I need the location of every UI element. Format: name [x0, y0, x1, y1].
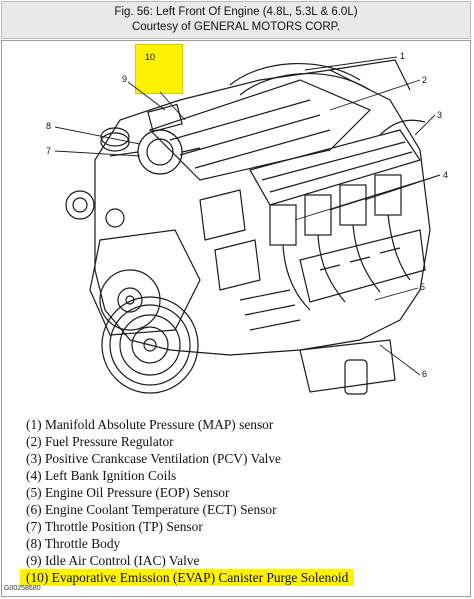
legend-item: (6) Engine Coolant Temperature (ECT) Sen… — [26, 502, 277, 517]
caption-credit: Courtesy of GENERAL MOTORS CORP. — [131, 21, 341, 33]
legend-item: (7) Throttle Position (TP) Sensor — [26, 519, 203, 534]
callout-label-1: 1 — [400, 51, 406, 61]
legend-item: (8) Throttle Body — [26, 536, 121, 551]
callout-label-5: 5 — [420, 282, 426, 292]
legend-item: (2) Fuel Pressure Regulator — [26, 434, 174, 449]
callout-label-6: 6 — [422, 369, 428, 379]
component-legend: (1) Manifold Absolute Pressure (MAP) sen… — [20, 416, 466, 586]
engine-drawing — [54, 56, 441, 395]
callout-label-3: 3 — [437, 110, 443, 120]
callout-label-2: 2 — [422, 75, 428, 85]
engine-linework — [65, 59, 431, 395]
legend-item: (9) Idle Air Control (IAC) Valve — [26, 553, 200, 568]
legend-item-highlighted: (10) Evaporative Emission (EVAP) Caniste… — [20, 569, 355, 586]
figure-id: G00258680 — [4, 585, 41, 592]
callout-label-9: 9 — [122, 74, 128, 84]
figure-frame — [1, 40, 471, 597]
callout-label-10: 10 — [145, 52, 156, 62]
callout-label-7: 7 — [46, 146, 52, 156]
legend-item: (1) Manifold Absolute Pressure (MAP) sen… — [26, 417, 274, 432]
legend-item: (3) Positive Crankcase Ventilation (PCV)… — [26, 451, 282, 466]
callout-label-4: 4 — [443, 170, 449, 180]
figure-caption: Fig. 56: Left Front Of Engine (4.8L, 5.3… — [1, 1, 471, 39]
leader-lines — [54, 56, 441, 376]
legend-item: (4) Left Bank Ignition Coils — [26, 468, 177, 483]
legend-item: (5) Engine Oil Pressure (EOP) Sensor — [26, 485, 230, 500]
caption-title: Fig. 56: Left Front Of Engine (4.8L, 5.3… — [114, 6, 358, 18]
callout-label-8: 8 — [46, 121, 52, 131]
callout-10-highlight — [135, 44, 183, 94]
